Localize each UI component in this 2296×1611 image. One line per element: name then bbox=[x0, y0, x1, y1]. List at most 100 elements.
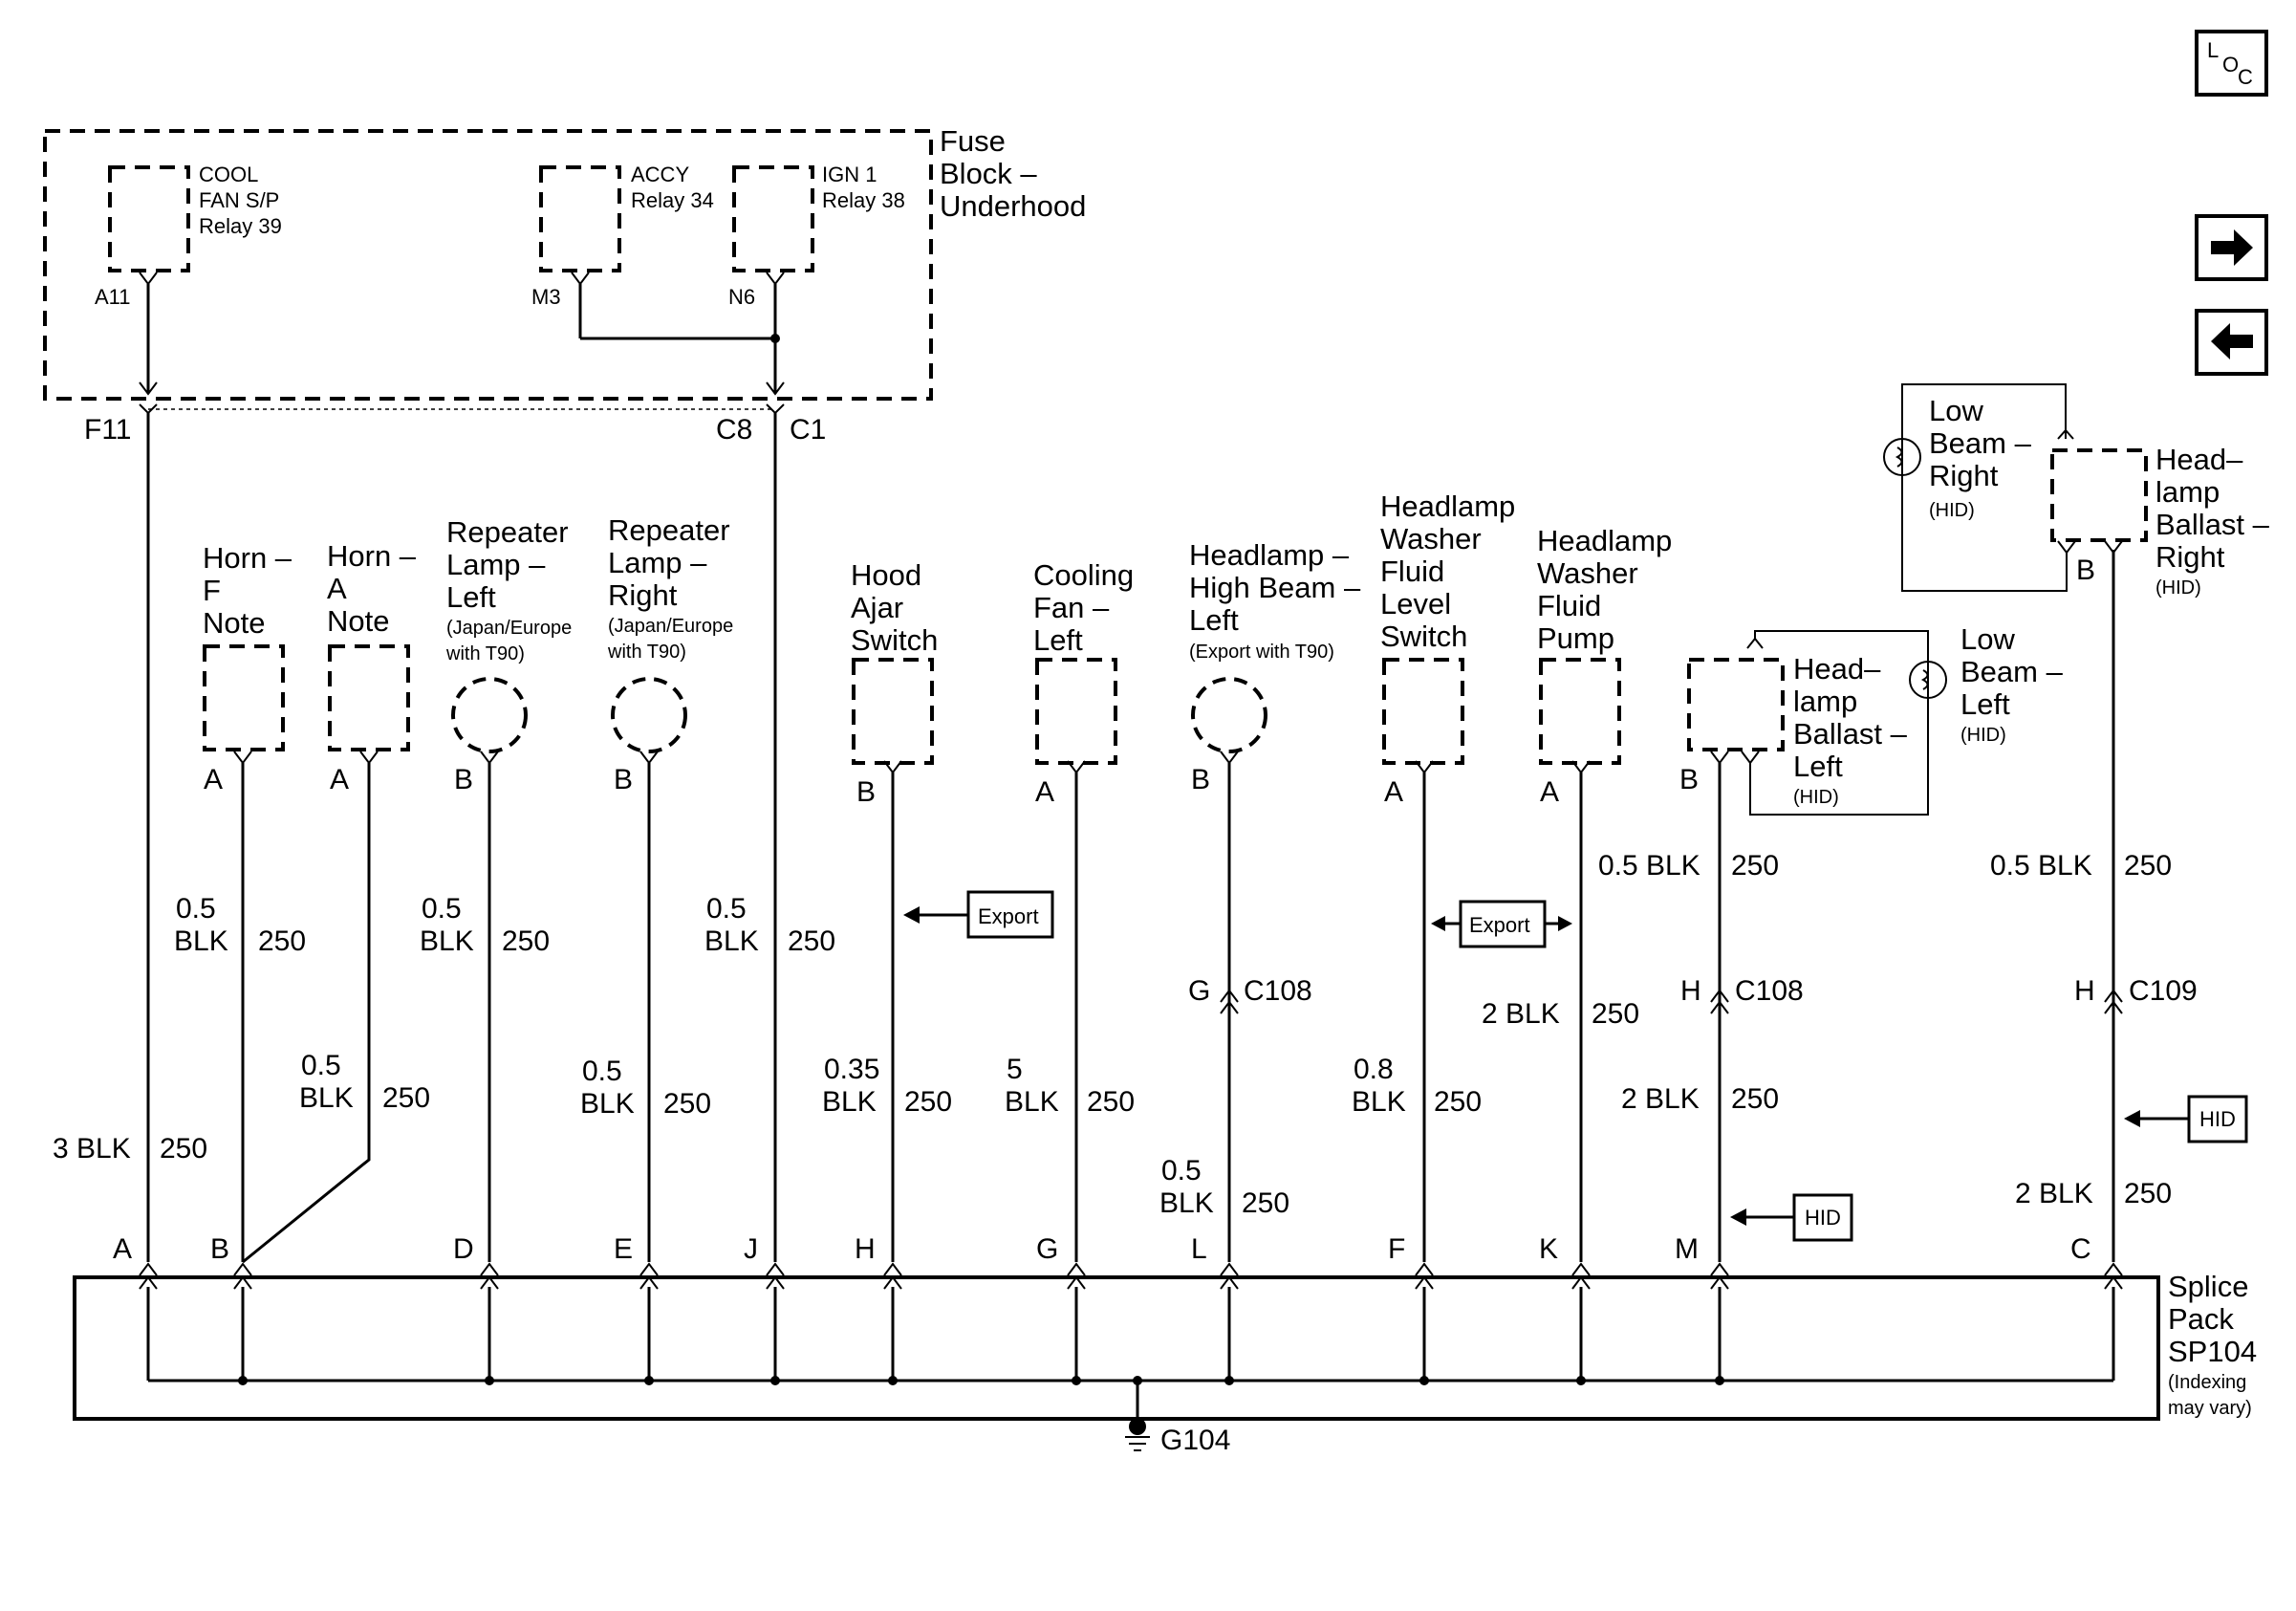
svg-text:250: 250 bbox=[1434, 1086, 1482, 1118]
svg-text:with T90): with T90) bbox=[445, 643, 525, 664]
svg-text:250: 250 bbox=[2124, 1178, 2172, 1209]
svg-text:2 BLK: 2 BLK bbox=[1621, 1083, 1700, 1115]
hid-tag-left: HID bbox=[1730, 1193, 1853, 1242]
low-beam-left: Low Beam – Left (HID) bbox=[1960, 622, 2064, 746]
headlamp-ballast-left: Head– lamp Ballast – Left (HID) B bbox=[1679, 630, 1947, 816]
svg-text:B: B bbox=[2076, 555, 2095, 586]
svg-text:G: G bbox=[1036, 1233, 1058, 1265]
svg-text:5: 5 bbox=[1007, 1054, 1023, 1085]
inline-connector-c109-ballast-right: H C109 bbox=[2074, 975, 2198, 1014]
svg-text:0.5 BLK: 0.5 BLK bbox=[1990, 850, 2092, 882]
svg-text:HID: HID bbox=[1805, 1206, 1841, 1230]
svg-text:B: B bbox=[454, 764, 473, 795]
svg-text:Ajar: Ajar bbox=[851, 591, 903, 624]
svg-text:Relay 39: Relay 39 bbox=[199, 214, 282, 238]
washer-fluid-level-switch: Headlamp Washer Fluid Level Switch A bbox=[1380, 490, 1515, 808]
washer-fluid-pump: Headlamp Washer Fluid Pump A bbox=[1537, 524, 1672, 808]
inline-connector-c108-high-beam: G C108 bbox=[1188, 975, 1312, 1014]
svg-text:E: E bbox=[614, 1233, 633, 1265]
svg-text:C8: C8 bbox=[716, 414, 752, 446]
svg-text:Headlamp: Headlamp bbox=[1380, 490, 1515, 523]
svg-text:Block –: Block – bbox=[940, 157, 1037, 190]
svg-text:B: B bbox=[1191, 764, 1210, 795]
svg-text:250: 250 bbox=[788, 925, 835, 957]
svg-text:(HID): (HID) bbox=[2155, 577, 2201, 599]
svg-text:0.5: 0.5 bbox=[176, 893, 216, 925]
svg-text:D: D bbox=[453, 1233, 474, 1265]
svg-text:Splice: Splice bbox=[2168, 1270, 2248, 1303]
svg-text:Left: Left bbox=[1960, 687, 2010, 721]
svg-text:Head–: Head– bbox=[1793, 652, 1881, 686]
svg-text:Note: Note bbox=[203, 606, 265, 640]
svg-text:ACCY: ACCY bbox=[631, 163, 689, 186]
svg-text:Washer: Washer bbox=[1537, 556, 1638, 590]
svg-text:K: K bbox=[1539, 1233, 1558, 1265]
svg-text:Headlamp –: Headlamp – bbox=[1189, 538, 1350, 572]
svg-text:F11: F11 bbox=[84, 414, 131, 446]
svg-text:Pack: Pack bbox=[2168, 1302, 2234, 1336]
svg-text:Headlamp: Headlamp bbox=[1537, 524, 1672, 557]
svg-text:with T90): with T90) bbox=[607, 642, 686, 663]
svg-text:IGN 1: IGN 1 bbox=[822, 163, 877, 186]
svg-text:(Indexing: (Indexing bbox=[2168, 1372, 2246, 1393]
svg-text:0.5: 0.5 bbox=[582, 1056, 622, 1087]
svg-text:(HID): (HID) bbox=[1960, 725, 2006, 746]
svg-text:A: A bbox=[327, 572, 347, 605]
svg-text:H: H bbox=[2074, 975, 2095, 1007]
svg-text:A: A bbox=[1384, 776, 1403, 808]
svg-text:Left: Left bbox=[1033, 623, 1083, 657]
svg-text:BLK: BLK bbox=[580, 1088, 635, 1120]
svg-text:N6: N6 bbox=[728, 285, 755, 309]
svg-text:250: 250 bbox=[2124, 850, 2172, 882]
svg-text:F: F bbox=[203, 574, 221, 607]
svg-text:lamp: lamp bbox=[1793, 685, 1857, 718]
svg-text:Switch: Switch bbox=[851, 623, 938, 657]
repeater-lamp-left: Repeater Lamp – Left (Japan/Europe with … bbox=[445, 515, 572, 795]
svg-text:BLK: BLK bbox=[704, 925, 759, 957]
svg-text:250: 250 bbox=[663, 1088, 711, 1120]
svg-text:H: H bbox=[1680, 975, 1701, 1007]
fuse-block-wiring bbox=[139, 272, 785, 410]
svg-text:B: B bbox=[210, 1233, 229, 1265]
svg-text:Export: Export bbox=[1469, 913, 1530, 937]
svg-text:Head–: Head– bbox=[2155, 443, 2243, 476]
svg-text:Horn –: Horn – bbox=[327, 539, 417, 573]
svg-text:BLK: BLK bbox=[1005, 1086, 1059, 1118]
svg-text:may vary): may vary) bbox=[2168, 1398, 2252, 1419]
hood-ajar-switch: Hood Ajar Switch B bbox=[851, 558, 938, 808]
svg-text:BLK: BLK bbox=[822, 1086, 877, 1118]
svg-text:250: 250 bbox=[160, 1133, 207, 1165]
horn-a: Horn – A Note A bbox=[327, 539, 417, 795]
svg-text:L: L bbox=[2207, 38, 2219, 62]
svg-text:G: G bbox=[1188, 975, 1210, 1007]
svg-text:B: B bbox=[1679, 764, 1699, 795]
svg-text:FAN S/P: FAN S/P bbox=[199, 188, 279, 212]
svg-text:M: M bbox=[1675, 1233, 1699, 1265]
export-tag-washer: Export bbox=[1431, 900, 1572, 948]
svg-text:High Beam –: High Beam – bbox=[1189, 571, 1361, 604]
svg-text:Lamp –: Lamp – bbox=[608, 546, 707, 579]
hid-tag-right: HID bbox=[2124, 1095, 2248, 1143]
svg-text:HID: HID bbox=[2199, 1107, 2236, 1131]
svg-text:0.8: 0.8 bbox=[1354, 1054, 1394, 1085]
low-beam-right: Low Beam – Right (HID) bbox=[1929, 394, 2032, 521]
arrow-left-icon[interactable] bbox=[2195, 309, 2268, 376]
svg-text:Right: Right bbox=[2155, 540, 2225, 574]
svg-text:(Japan/Europe: (Japan/Europe bbox=[446, 618, 572, 639]
svg-text:lamp: lamp bbox=[2155, 475, 2220, 509]
svg-text:(Japan/Europe: (Japan/Europe bbox=[608, 616, 733, 637]
location-icon[interactable]: L O C bbox=[2195, 30, 2268, 97]
svg-text:2 BLK: 2 BLK bbox=[1482, 998, 1560, 1030]
svg-text:C1: C1 bbox=[790, 414, 826, 446]
svg-text:Cooling: Cooling bbox=[1033, 558, 1134, 592]
svg-text:J: J bbox=[744, 1233, 758, 1265]
arrow-right-icon[interactable] bbox=[2195, 214, 2268, 281]
svg-text:H: H bbox=[855, 1233, 876, 1265]
svg-text:BLK: BLK bbox=[174, 925, 228, 957]
svg-text:O: O bbox=[2222, 53, 2239, 76]
svg-text:0.35: 0.35 bbox=[824, 1054, 879, 1085]
svg-text:250: 250 bbox=[904, 1086, 952, 1118]
main-wires bbox=[146, 413, 2115, 1264]
fuse-block-connectors: F11 C8 C1 bbox=[84, 403, 826, 446]
